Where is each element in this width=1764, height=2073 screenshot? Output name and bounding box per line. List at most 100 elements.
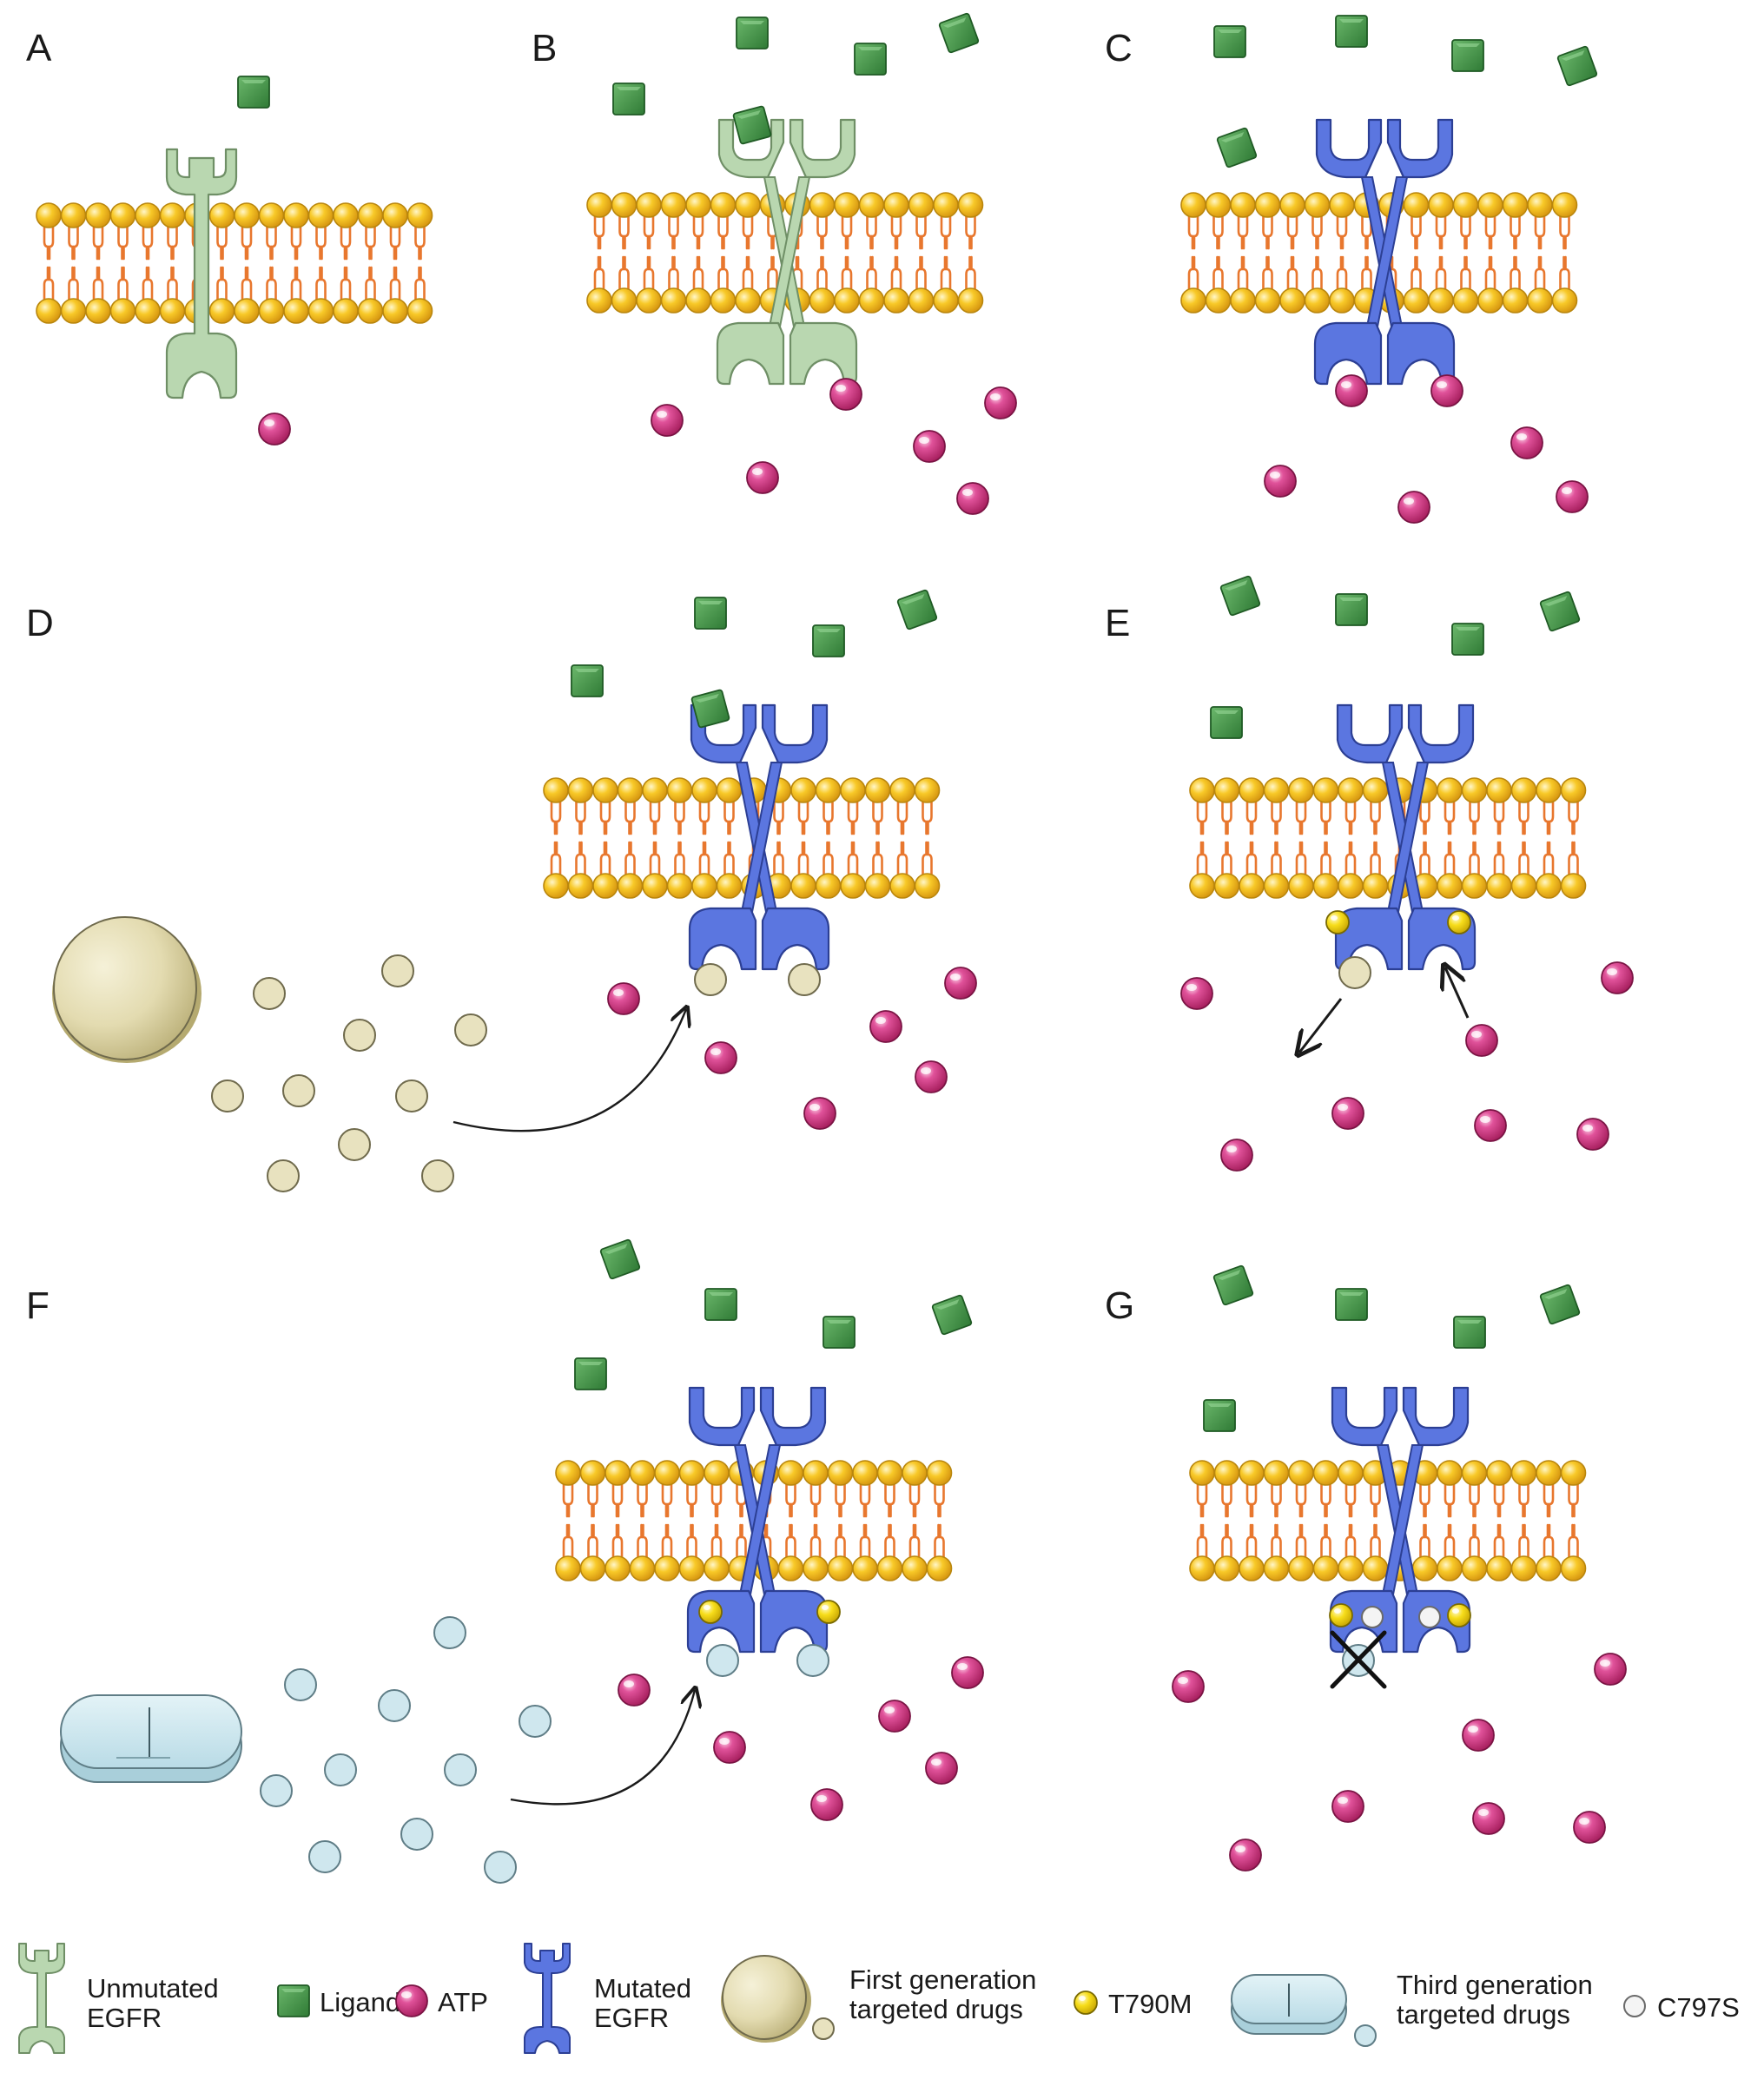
phospholipid <box>109 201 136 325</box>
atp-icon <box>1594 1653 1627 1686</box>
ligand-icon <box>812 624 845 657</box>
phospholipid <box>660 191 687 314</box>
phospholipid <box>1403 191 1430 314</box>
phospholipid <box>876 1459 903 1582</box>
phospholipid <box>1263 776 1290 900</box>
first-gen-drug-bound <box>694 963 727 996</box>
phospholipid <box>1312 1459 1339 1582</box>
first-gen-drug-particle <box>253 977 286 1010</box>
panel-label-c: C <box>1105 27 1133 69</box>
drug-uptake-arrow <box>453 1009 686 1132</box>
ligand-icon <box>237 76 270 109</box>
third-gen-drug-particle <box>433 1616 466 1649</box>
atp-icon <box>746 461 779 494</box>
phospholipid <box>653 1459 681 1582</box>
legend: Unmutated EGFR Ligand ATP Mutated EGFR F… <box>18 1943 1740 2054</box>
phospholipid <box>1254 191 1281 314</box>
atp-icon <box>956 482 989 515</box>
ligand-icon <box>854 43 887 76</box>
phospholipid <box>1510 776 1537 900</box>
atp-binding-arrow <box>1445 967 1470 1019</box>
ligand-icon <box>896 589 938 630</box>
phospholipid <box>815 776 842 900</box>
first-gen-drug-particle <box>421 1159 454 1192</box>
atp-icon <box>1220 1139 1253 1172</box>
phospholipid <box>1188 1459 1216 1582</box>
first-gen-drug-particle <box>338 1128 371 1161</box>
phospholipid <box>159 201 186 325</box>
ligand-icon <box>1203 1399 1236 1432</box>
panel-label-b: B <box>532 27 557 69</box>
phospholipid <box>678 1459 705 1582</box>
phospholipid <box>1213 776 1240 900</box>
phospholipid <box>1362 776 1389 900</box>
phospholipid <box>406 201 433 325</box>
phospholipid <box>579 1459 606 1582</box>
phospholipid <box>1205 191 1232 314</box>
atp-icon <box>713 1731 746 1764</box>
unmutated-egfr-receptor <box>165 148 238 399</box>
ligand-icon <box>612 83 645 116</box>
legend-third-gen-drug-icon <box>1231 1974 1377 2047</box>
ligand-icon <box>1451 39 1484 72</box>
mutated-egfr-dimer <box>688 703 830 971</box>
ligand-icon <box>1335 593 1368 626</box>
phospholipid <box>802 1459 829 1582</box>
first-gen-drug-particle <box>267 1159 300 1192</box>
t790m-mutation-site <box>1329 1603 1353 1627</box>
drug-release-arrow <box>1299 998 1343 1053</box>
third-gen-drug-particle <box>400 1818 433 1851</box>
first-gen-drug-particle <box>343 1019 376 1052</box>
third-gen-drug-particle <box>308 1840 341 1873</box>
first-gen-drug-particle <box>395 1079 428 1112</box>
first-gen-drug-particle <box>282 1074 315 1107</box>
third-gen-drug-particle <box>519 1705 552 1738</box>
third-gen-drug-particle <box>324 1753 357 1786</box>
atp-icon <box>1576 1118 1609 1151</box>
phospholipid <box>908 191 935 314</box>
ligand-icon <box>690 689 730 729</box>
atp-icon <box>1465 1024 1498 1057</box>
phospholipid <box>1461 776 1488 900</box>
atp-icon <box>869 1010 902 1043</box>
phospholipid <box>901 1459 928 1582</box>
atp-icon <box>810 1788 843 1821</box>
phospholipid <box>1526 191 1554 314</box>
phospholipid <box>1502 191 1529 314</box>
legend-ligand-icon <box>277 1984 310 2017</box>
legend-unmutated-egfr-icon <box>18 1943 65 2054</box>
phospholipid <box>851 1459 879 1582</box>
phospholipid <box>1485 776 1513 900</box>
legend-t790m-label: T790M <box>1108 1989 1192 2019</box>
ligand-icon <box>599 1238 641 1280</box>
phospholipid <box>932 191 960 314</box>
phospholipid <box>84 201 112 325</box>
phospholipid <box>833 191 861 314</box>
phospholipid <box>1452 191 1479 314</box>
phospholipid <box>208 201 235 325</box>
phospholipid <box>1287 1459 1315 1582</box>
atp-icon <box>618 1674 651 1707</box>
phospholipid <box>864 776 891 900</box>
phospholipid <box>1287 776 1315 900</box>
phospholipid <box>1436 1459 1463 1582</box>
ligand-icon <box>823 1316 856 1349</box>
legend-c797s-icon <box>1623 1995 1646 2017</box>
t790m-mutation-site <box>1447 1603 1471 1627</box>
phospholipid <box>957 191 984 314</box>
phospholipid <box>591 776 619 900</box>
atp-icon <box>984 386 1017 419</box>
panel-label-f: F <box>26 1284 50 1327</box>
first-gen-drug-bound <box>788 963 821 996</box>
legend-ligand-label: Ligand <box>320 1987 400 2017</box>
phospholipid <box>777 1459 804 1582</box>
ligand-icon <box>1539 1284 1581 1325</box>
atp-icon <box>704 1041 737 1074</box>
panel-label-e: E <box>1105 602 1130 644</box>
legend-t790m-icon <box>1074 1990 1098 2015</box>
legend-atp-icon <box>395 1984 428 2017</box>
phospholipid <box>1263 1459 1290 1582</box>
phospholipid <box>703 1459 730 1582</box>
panel-g <box>1172 1264 1627 1872</box>
